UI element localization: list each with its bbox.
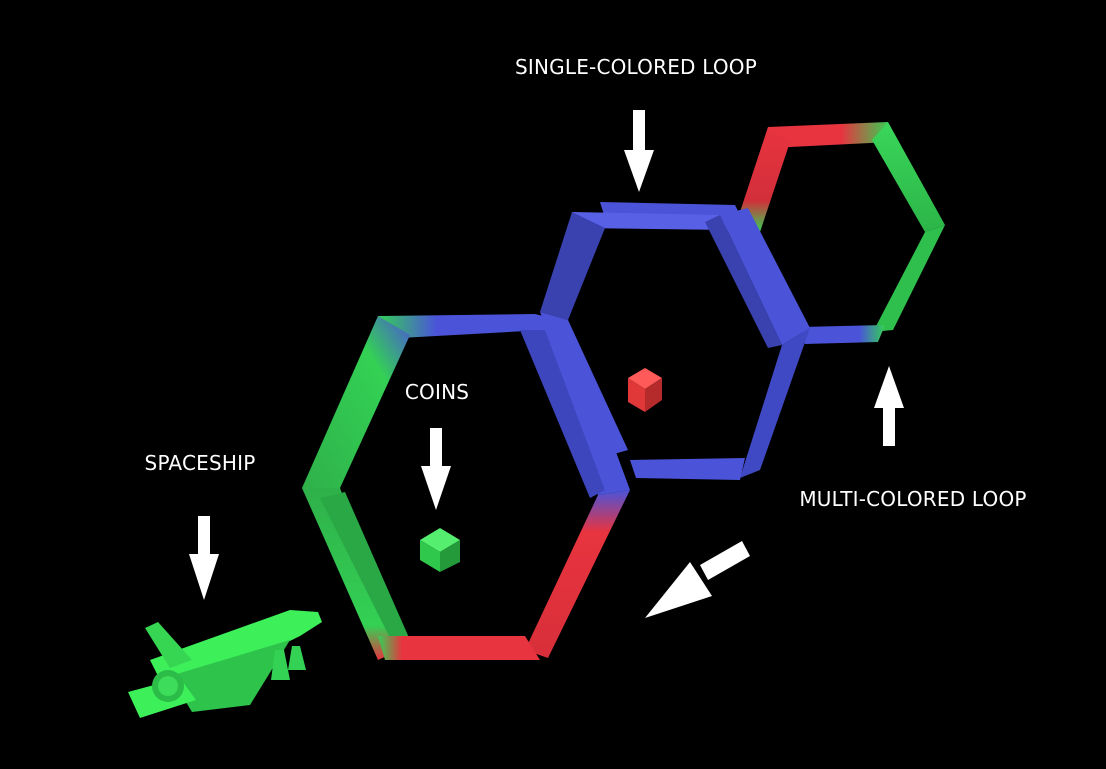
label-multi-colored-loop: MULTI-COLORED LOOP (799, 487, 1027, 511)
label-single-colored-loop: SINGLE-COLORED LOOP (515, 55, 757, 79)
multi-colored-loop (738, 122, 945, 344)
arrow-down-spaceship (189, 516, 219, 600)
coin-green (420, 528, 460, 572)
coin-red (628, 368, 662, 412)
arrow-down-single-loop (624, 110, 654, 192)
spaceship (128, 610, 322, 718)
front-loop (302, 314, 630, 660)
label-coins: COINS (404, 380, 470, 404)
single-colored-loop (540, 202, 810, 480)
arrow-up-multi-loop (874, 366, 904, 446)
arrow-diagonal-loop (645, 541, 750, 618)
label-spaceship: SPACESHIP (144, 451, 256, 475)
arrow-down-coins (421, 428, 451, 510)
